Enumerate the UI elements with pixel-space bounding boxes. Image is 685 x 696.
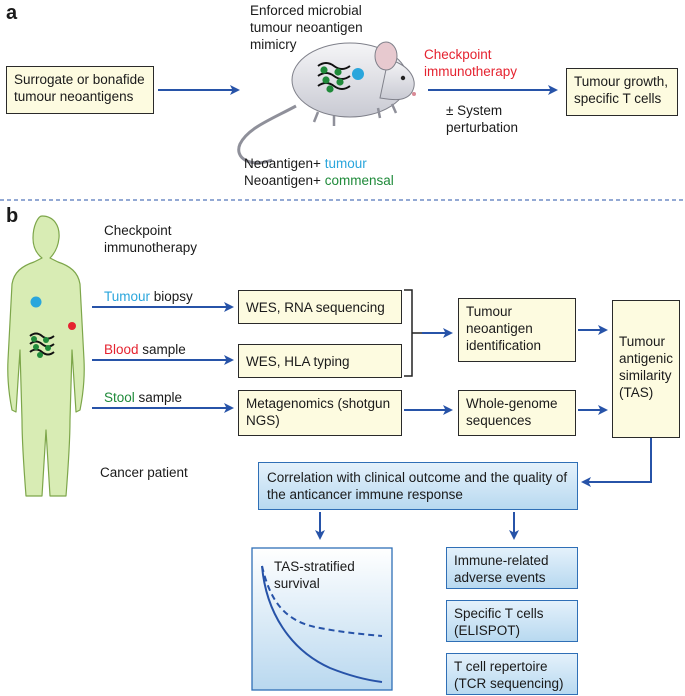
sample-stool: Stool sample xyxy=(104,389,234,406)
sample-blood: Blood sample xyxy=(104,341,234,358)
blood-dot-icon xyxy=(68,322,76,330)
perturbation-label: ± System perturbation xyxy=(446,103,519,135)
correlation-box: Correlation with clinical outcome and th… xyxy=(258,462,578,510)
survival-curve-low xyxy=(261,565,383,683)
mouse-icon xyxy=(237,41,416,165)
survival-box-frame xyxy=(251,547,393,691)
tumour-dot-icon xyxy=(352,68,364,80)
legend-prefix-2: Neoantigen+ xyxy=(244,173,325,188)
panel-label-b: b xyxy=(6,205,19,227)
sample-blood-rest: sample xyxy=(138,342,186,357)
method-box-metagenomics: Metagenomics (shotgun NGS) xyxy=(238,390,402,436)
survival-label: TAS-stratified survival xyxy=(274,559,355,591)
legend-word-commensal: commensal xyxy=(324,173,394,188)
bacteria-icon xyxy=(29,332,55,358)
panel-label-a: a xyxy=(6,2,18,24)
method-box-wes-rna: WES, RNA sequencing xyxy=(238,290,402,324)
outcome-tcr-repertoire: T cell repertoire (TCR sequencing) xyxy=(446,653,578,695)
sample-tumour-word: Tumour xyxy=(104,289,151,304)
arrow-tas-to-correlation xyxy=(581,438,652,487)
human-body-icon xyxy=(7,215,85,497)
checkpoint-label-b: Checkpoint immunotherapy xyxy=(104,223,198,255)
sample-stool-rest: sample xyxy=(134,390,183,405)
survival-curve-high xyxy=(261,565,383,637)
wgs-box: Whole-genome sequences xyxy=(458,390,576,436)
sample-tumour: Tumour biopsy xyxy=(104,288,234,305)
sample-stool-word: Stool xyxy=(104,390,135,405)
tas-box: Tumour antigenic similarity (TAS) xyxy=(612,300,680,438)
sample-tumour-rest: biopsy xyxy=(150,289,193,304)
outcome-immune-adverse: Immune-related adverse events xyxy=(446,547,578,589)
outcome-specific-t-cells: Specific T cells (ELISPOT) xyxy=(446,600,578,642)
method-box-wes-hla: WES, HLA typing xyxy=(238,344,402,378)
neoantigen-box: Tumour neoantigen identification xyxy=(458,298,576,362)
legend-commensal: Neoantigen+ commensal xyxy=(244,172,444,189)
mimicry-title: Enforced microbial tumour neoantigen mim… xyxy=(250,3,363,52)
input-box: Surrogate or bonafide tumour neoantigens xyxy=(6,66,154,114)
tumour-dot-icon xyxy=(30,296,42,308)
patient-label: Cancer patient xyxy=(100,465,188,480)
bracket-wes xyxy=(404,289,422,377)
output-box: Tumour growth, specific T cells xyxy=(566,68,678,116)
legend-tumour: Neoantigen+ tumour xyxy=(244,155,444,172)
legend-prefix-1: Neoantigen+ xyxy=(244,156,325,171)
legend-word-tumour: tumour xyxy=(324,156,367,171)
sample-blood-word: Blood xyxy=(104,342,139,357)
checkpoint-label-a: Checkpoint immunotherapy xyxy=(424,47,518,79)
